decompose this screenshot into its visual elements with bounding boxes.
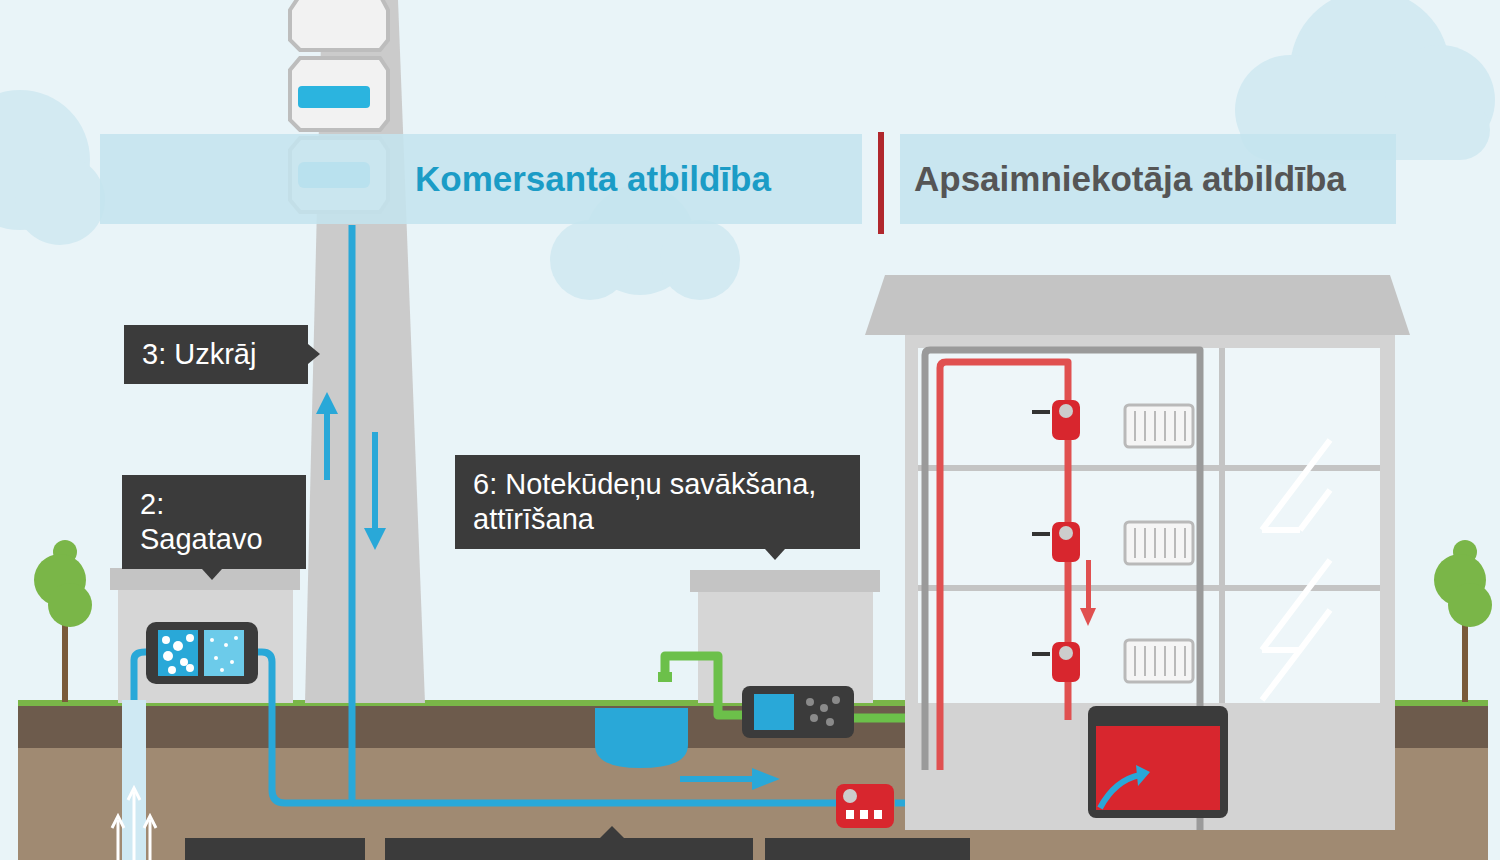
radiator-fin: [1144, 646, 1146, 676]
responsibility-band: Apsaimniekotāja atbildība: [900, 134, 1396, 224]
treatment-building: [118, 590, 293, 703]
callout-text: 6: Notekūdeņu savākšana, attīrīšana: [473, 467, 842, 537]
filter-media: [162, 634, 238, 674]
water-meter: [836, 784, 894, 828]
radiator-fin: [1164, 646, 1166, 676]
radiator-fin: [1134, 528, 1136, 558]
cut-callout: [185, 826, 970, 860]
band-title: Komersanta atbildība: [415, 159, 771, 199]
filter-chamber: [204, 630, 244, 676]
flow-arrow: [1100, 775, 1140, 808]
boiler: [1088, 706, 1228, 818]
responsibility-divider: [878, 132, 884, 234]
callout-text: 3: Uzkrāj: [142, 337, 290, 372]
radiator-fin: [1164, 528, 1166, 558]
filter-chamber: [158, 630, 198, 676]
outlet: [658, 672, 672, 682]
radiator: [1125, 405, 1193, 682]
cloud: [0, 0, 1495, 300]
radiator-fin: [1144, 411, 1146, 441]
water-body: [595, 708, 688, 768]
treatment-chamber: [754, 694, 794, 730]
radiator-fin: [1184, 646, 1186, 676]
flow-arrow: [1086, 560, 1091, 610]
callout-pointer: [308, 344, 320, 364]
step-callout: 6: Notekūdeņu savākšana, attīrīšana: [455, 455, 860, 549]
staircase: [1262, 440, 1330, 700]
step-callout: 2: Sagatavo: [122, 475, 306, 569]
treatment-building-roof: [110, 568, 300, 590]
radiator-fin: [1174, 411, 1176, 441]
flow-arrow: [1080, 608, 1096, 626]
radiator-fin: [1174, 646, 1176, 676]
filter-unit: [146, 622, 258, 684]
radiator-fin: [1174, 528, 1176, 558]
radiator-fin: [1164, 411, 1166, 441]
tap-meter: [1032, 400, 1080, 682]
callout-pointer: [765, 549, 785, 560]
radiator-fins: [1135, 411, 1185, 676]
house-roof: [865, 275, 1410, 335]
house-interior: [918, 348, 1380, 703]
radiator-fin: [1144, 528, 1146, 558]
radiator-fin: [1154, 528, 1156, 558]
responsibility-band: Komersanta atbildība: [100, 134, 862, 224]
flow-arrow: [1136, 765, 1150, 786]
radiator-fin: [1154, 646, 1156, 676]
sludge: [806, 696, 840, 726]
radiator-fin: [1134, 411, 1136, 441]
meter-digits: [846, 810, 882, 819]
radiator-fin: [1134, 646, 1136, 676]
floor: [918, 348, 1380, 703]
step-callout: 3: Uzkrāj: [124, 325, 308, 384]
callout-pointer: [202, 569, 222, 580]
house: [905, 335, 1395, 830]
hot-water: [1096, 726, 1220, 810]
radiator-fin: [1154, 411, 1156, 441]
well-arrows: [112, 788, 156, 860]
callout-text: 2: Sagatavo: [140, 487, 288, 557]
wastewater-building-roof: [690, 570, 880, 592]
tank-water: [298, 86, 370, 108]
radiator-fin: [1184, 411, 1186, 441]
band-title: Apsaimniekotāja atbildība: [914, 159, 1346, 199]
treatment-unit: [742, 686, 854, 738]
radiator-fin: [1184, 528, 1186, 558]
meter-dial: [843, 789, 857, 803]
